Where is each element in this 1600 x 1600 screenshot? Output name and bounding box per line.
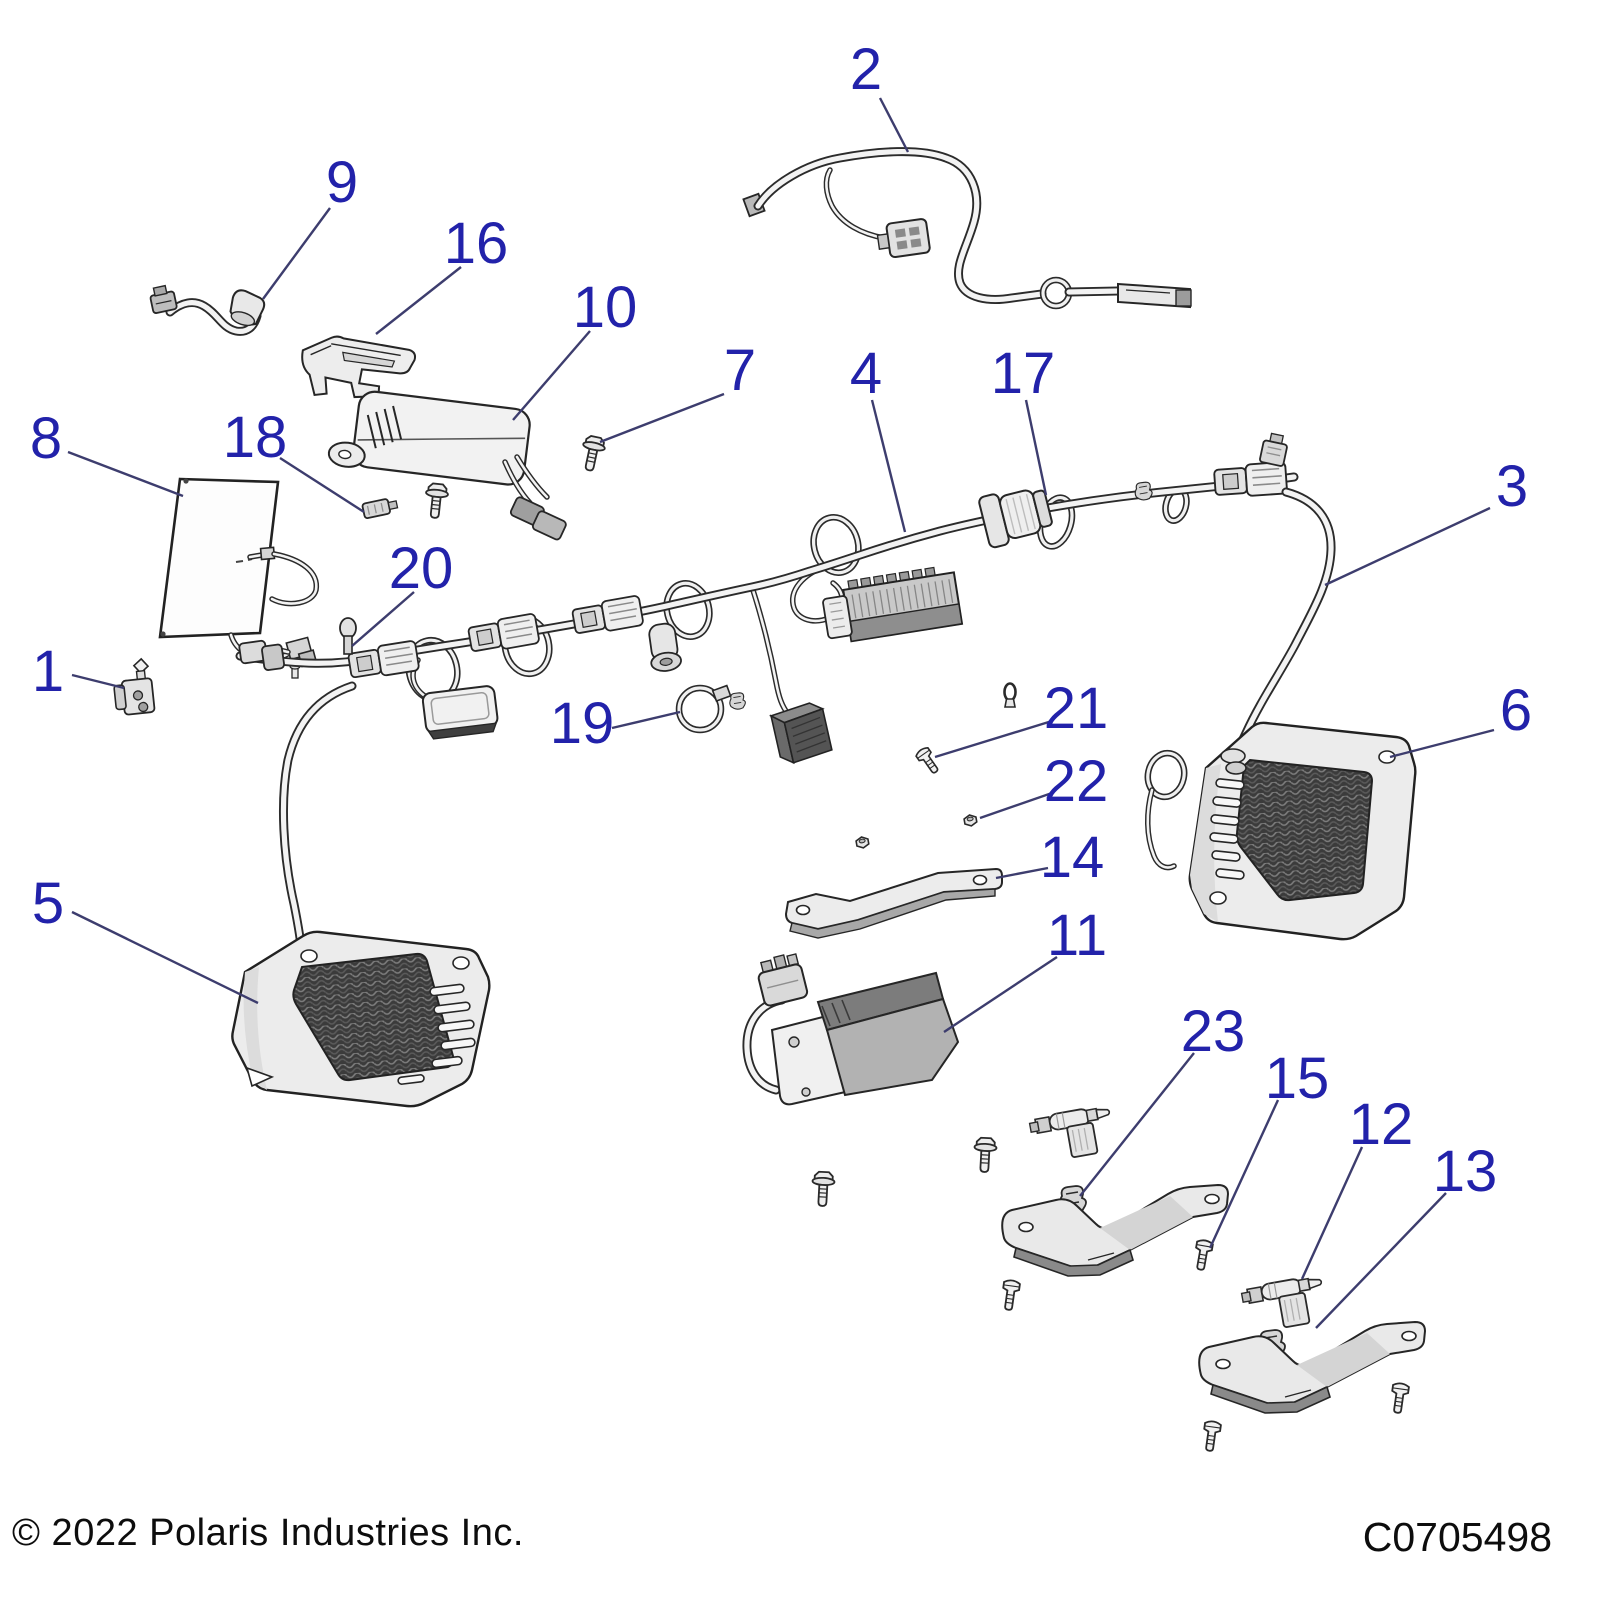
part-13-bracket	[1198, 1321, 1426, 1414]
part-22-nut	[962, 813, 979, 828]
bolt-under-module	[422, 481, 450, 520]
bracket-right-front	[1001, 1184, 1229, 1277]
callout-23-leader	[1079, 1052, 1195, 1197]
callout-9-number: 9	[326, 150, 358, 215]
wire-tie	[1003, 682, 1017, 709]
part-6-right-speaker	[1144, 721, 1417, 941]
callout-17-leader	[1024, 399, 1048, 496]
part-23-rivet	[1027, 1103, 1117, 1165]
callout-3-leader	[1324, 506, 1491, 587]
callout-22-leader	[979, 791, 1053, 820]
fuse-box	[822, 566, 964, 643]
part-8-antenna-panel	[158, 477, 319, 679]
part-20-clip	[339, 617, 357, 655]
part-19-clamp	[675, 684, 746, 734]
part-12-rivet	[1239, 1273, 1329, 1335]
callout-8-leader	[67, 450, 184, 498]
part-17-boot	[978, 489, 1053, 549]
small-nut	[854, 835, 871, 850]
part-5-left-speaker	[231, 930, 491, 1108]
flange-bolt	[810, 1170, 836, 1208]
part-15-screw	[1191, 1238, 1215, 1272]
part-9-jumper-cable	[149, 284, 266, 336]
callout-17-number: 17	[991, 341, 1056, 406]
callout-13-leader	[1315, 1192, 1447, 1329]
callout-15-leader	[1208, 1099, 1280, 1249]
callout-6-leader	[1389, 728, 1495, 759]
part-3-speaker-cable	[1229, 487, 1336, 762]
callout-11-number: 11	[1047, 903, 1107, 968]
part-11-amplifier	[742, 953, 960, 1106]
callout-10-leader	[512, 330, 591, 421]
part-18-clip	[361, 498, 399, 520]
callout-23-number: 23	[1181, 999, 1246, 1064]
callout-21-number: 21	[1044, 676, 1109, 741]
callout-5-leader	[71, 910, 259, 1005]
callout-15-number: 15	[1265, 1046, 1330, 1111]
callout-8-number: 8	[30, 406, 62, 471]
callout-19-number: 19	[550, 691, 615, 756]
callout-12-leader	[1300, 1146, 1364, 1280]
callout-4-number: 4	[850, 341, 882, 406]
callout-1-number: 1	[32, 639, 64, 704]
callout-9-leader	[262, 207, 331, 300]
callout-2-leader	[878, 97, 910, 153]
callout-20-leader	[351, 591, 415, 647]
flange-bolt	[972, 1136, 998, 1174]
callout-10-number: 10	[573, 275, 638, 340]
callout-4-leader	[870, 399, 907, 533]
callout-16-leader	[375, 266, 462, 335]
callout-1-leader	[71, 673, 125, 690]
callout-11-leader	[943, 956, 1058, 1033]
part-21-screw	[914, 745, 943, 777]
callout-16-number: 16	[444, 211, 509, 276]
callout-14-leader	[995, 866, 1049, 880]
callout-12-number: 12	[1349, 1092, 1414, 1157]
callout-2-number: 2	[850, 37, 882, 102]
part-1-switch	[113, 657, 156, 716]
part-2-accessory-cable	[742, 147, 1192, 310]
copyright-text: © 2022 Polaris Industries Inc.	[12, 1512, 524, 1554]
callout-13-number: 13	[1433, 1139, 1498, 1204]
callout-21-leader	[934, 719, 1053, 759]
callout-7-leader	[599, 392, 725, 444]
round-screw	[999, 1278, 1022, 1312]
callout-7-number: 7	[724, 338, 756, 403]
callout-5-number: 5	[32, 871, 64, 936]
callout-18-leader	[279, 456, 365, 514]
part-4-main-harness	[235, 432, 1299, 961]
part-14-support-bracket	[784, 867, 1003, 939]
callout-20-number: 20	[389, 536, 454, 601]
round-screw	[1388, 1381, 1411, 1415]
callout-18-number: 18	[223, 405, 288, 470]
part-code-text: C0705498	[1362, 1514, 1552, 1560]
part-10-control-module	[327, 390, 567, 541]
callout-14-number: 14	[1040, 825, 1105, 890]
callout-19-leader	[611, 710, 681, 730]
callout-22-number: 22	[1044, 749, 1109, 814]
part-16-mount-bracket	[301, 335, 417, 399]
round-screw	[1200, 1419, 1223, 1453]
callout-6-number: 6	[1500, 678, 1532, 743]
callout-3-number: 3	[1496, 454, 1528, 519]
